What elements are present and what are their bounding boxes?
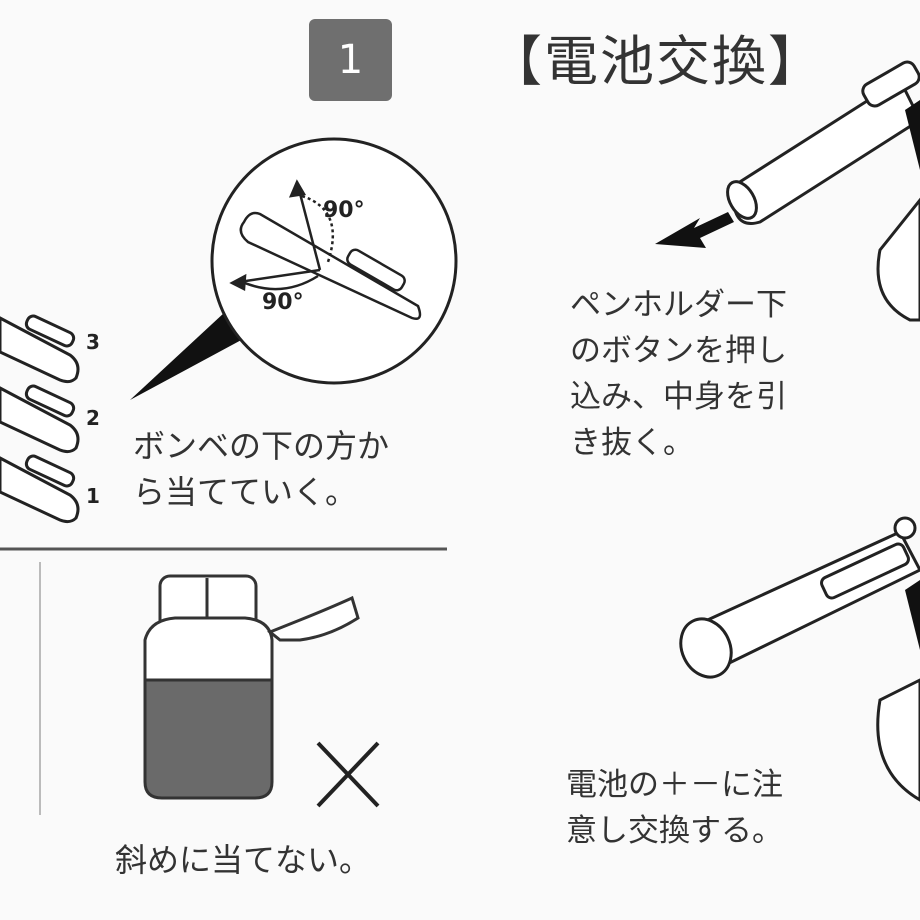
right-bottom-pointer bbox=[905, 580, 920, 650]
left-bottom-caption: 斜めに当てない。 bbox=[115, 841, 372, 879]
left-top-caption-line-2: ら当てていく。 bbox=[133, 473, 358, 511]
pen-order-label-1: 1 bbox=[86, 484, 100, 508]
right-top-caption-line-2: のボタンを押し bbox=[570, 333, 787, 369]
pen-holder-bottom-illustration bbox=[679, 516, 920, 679]
pen-order-label-3: 3 bbox=[86, 330, 100, 354]
pen-3-illustration bbox=[0, 314, 80, 384]
angle-label-vertical: 90° bbox=[323, 198, 365, 223]
magnifier-pointer bbox=[130, 312, 245, 400]
step-number-badge: 1 bbox=[309, 19, 392, 101]
pen-2-illustration bbox=[0, 384, 80, 454]
pen-order-label-2: 2 bbox=[86, 406, 100, 430]
page-title: 【電池交換】 bbox=[488, 30, 824, 93]
cross-mark-icon bbox=[316, 741, 380, 808]
gas-cylinder-illustration bbox=[143, 574, 360, 800]
right-top-caption-line-4: き抜く。 bbox=[570, 425, 694, 461]
right-bottom-caption-line-1: 電池の＋－に注 bbox=[566, 767, 783, 803]
right-bottom-caption-line-2: 意し交換する。 bbox=[566, 813, 783, 849]
right-bottom-magnifier-edge bbox=[876, 678, 920, 802]
pen-holder-top-illustration bbox=[726, 60, 920, 225]
right-top-pointer bbox=[905, 100, 920, 170]
right-top-magnifier-edge bbox=[876, 197, 920, 322]
left-top-caption-line-1: ボンベの下の方か bbox=[133, 427, 390, 465]
right-top-caption-line-3: 込み、中身を引 bbox=[570, 379, 787, 415]
pen-1-illustration bbox=[0, 454, 80, 524]
pull-arrow-icon bbox=[655, 212, 734, 248]
angle-label-horizontal: 90° bbox=[262, 290, 304, 315]
angle-diagram bbox=[229, 179, 422, 320]
right-top-caption-line-1: ペンホルダー下 bbox=[570, 287, 787, 323]
